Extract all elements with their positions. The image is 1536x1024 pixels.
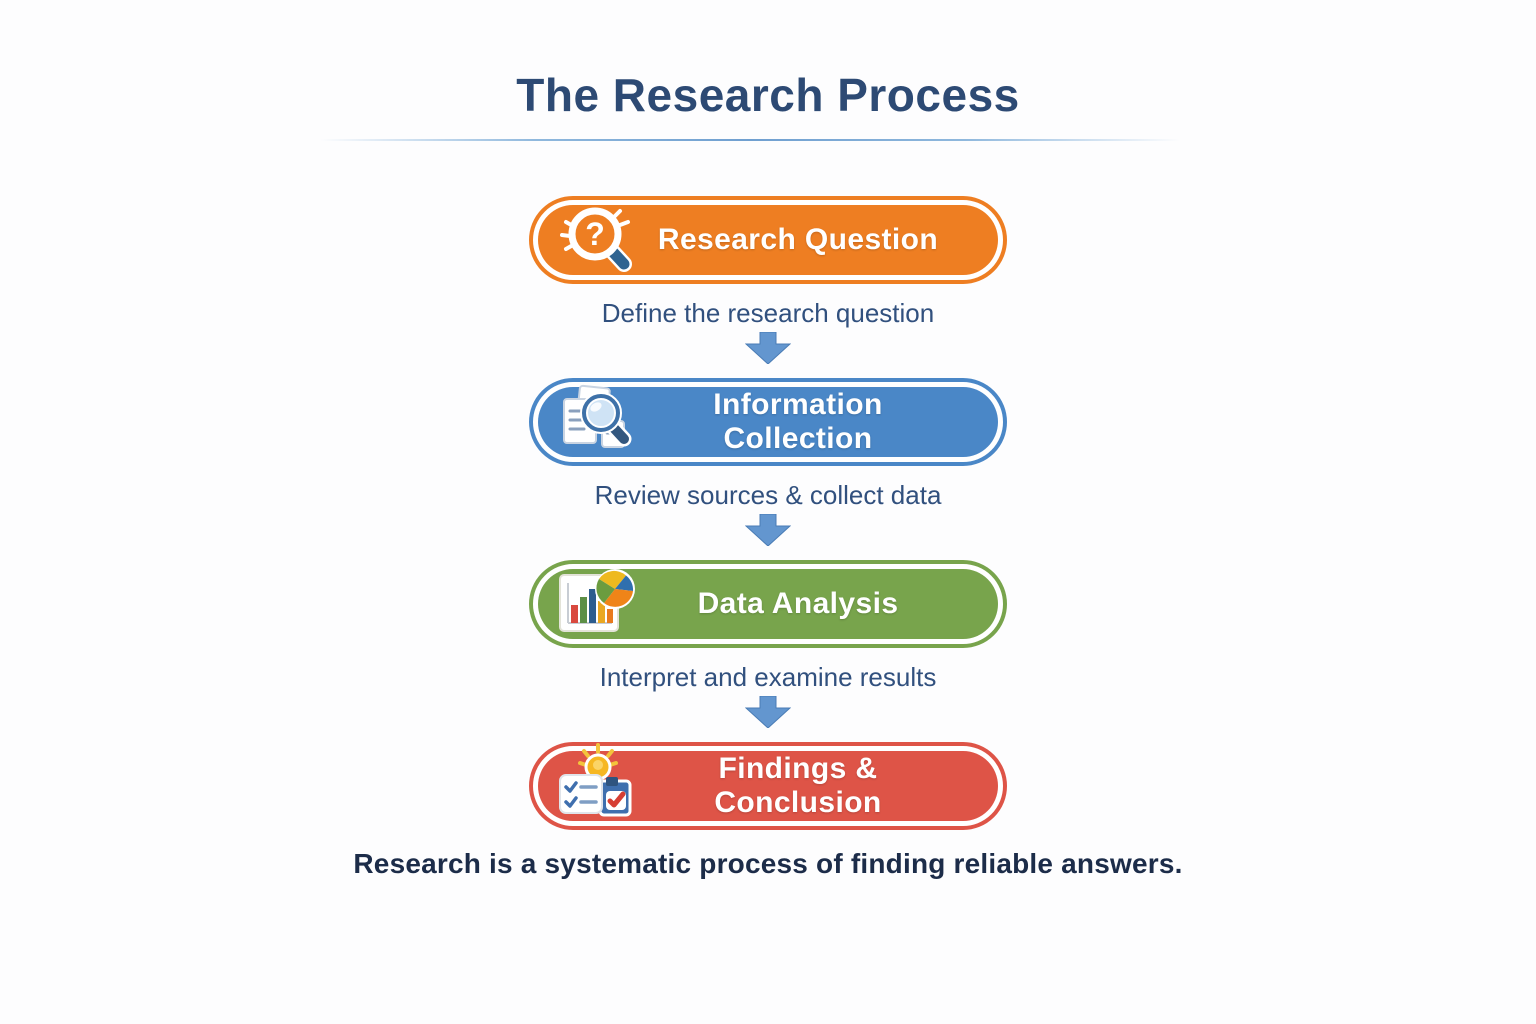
step-label: Findings & Conclusion: [714, 752, 882, 819]
lightbulb-checklist-icon: [559, 743, 632, 817]
step-research-question: ? Research Question: [529, 196, 1007, 284]
down-arrow-icon: [745, 696, 791, 728]
step-caption: Interpret and examine results: [599, 662, 937, 692]
down-arrow-icon: [745, 332, 791, 364]
step-label: Data Analysis: [697, 587, 899, 620]
process-flow: ? Research Question Define the research …: [529, 196, 1007, 830]
step-label: Information Collection: [713, 388, 883, 455]
step-data-analysis: Data Analysis: [529, 560, 1007, 648]
svg-text:?: ?: [585, 216, 605, 252]
documents-magnifier-icon: [563, 384, 632, 448]
bar-pie-chart-icon: [559, 569, 635, 632]
down-arrow-icon: [745, 514, 791, 546]
step-findings-conclusion: Findings & Conclusion: [529, 742, 1007, 830]
step-caption: Review sources & collect data: [594, 480, 942, 510]
title-divider: [320, 139, 1180, 141]
tagline: Research is a systematic process of find…: [353, 848, 1183, 879]
step-information-collection: Information Collection: [529, 378, 1007, 466]
step-label: Research Question: [657, 223, 939, 256]
page-title: The Research Process: [516, 69, 1020, 121]
step-caption: Define the research question: [601, 298, 935, 328]
magnifier-question-icon: ?: [560, 207, 632, 272]
